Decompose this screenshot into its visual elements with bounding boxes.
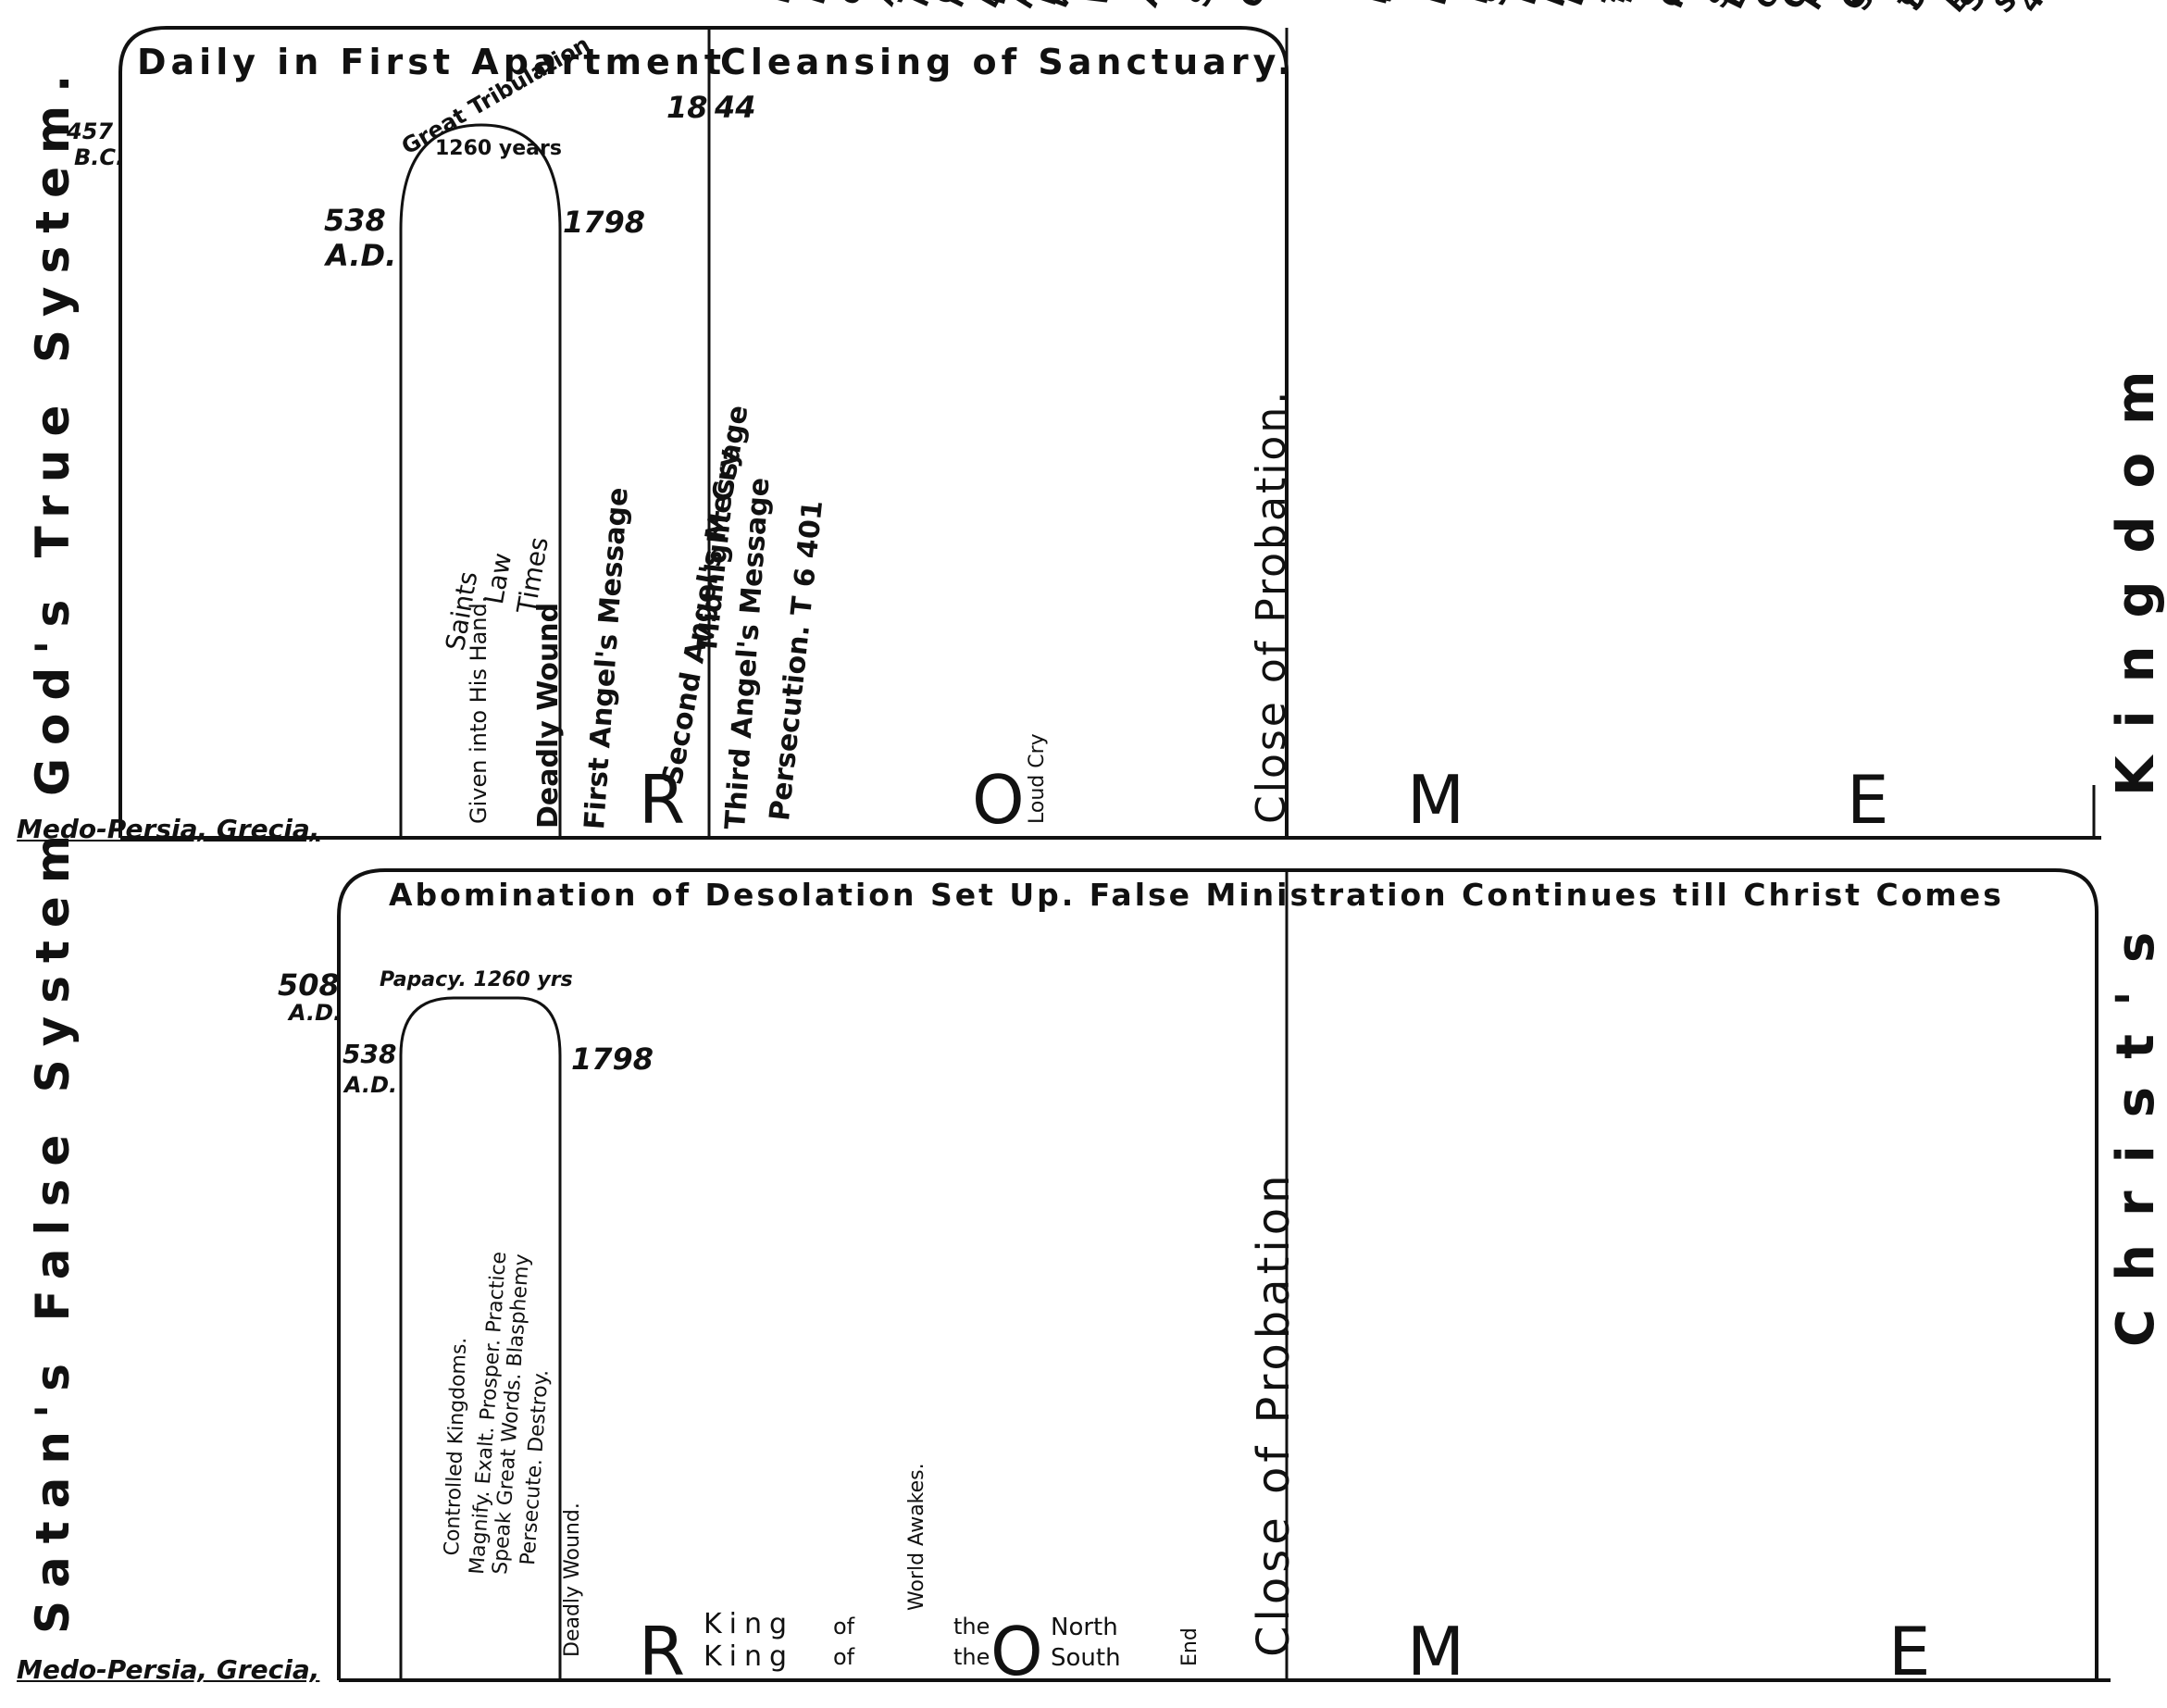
top-letter-m: M: [1407, 761, 1465, 839]
bottom-deadly-wound: Deadly Wound.: [561, 1502, 584, 1657]
top-side-label: God's True System.: [26, 61, 80, 796]
bottom-king-north-2: of: [833, 1614, 855, 1639]
bottom-letter-o: O: [990, 1613, 1043, 1690]
bottom-king-north-1: King: [704, 1608, 795, 1640]
bottom-arch: [399, 996, 562, 1680]
top-empires: Medo-Persia, Grecia,: [17, 814, 320, 844]
bottom-close-probation: Close of Probation: [1248, 1170, 1300, 1657]
bottom-side-label: Satan's False System: [26, 822, 80, 1634]
right-side-kingdom: Kingdom: [2106, 343, 2166, 796]
bottom-king-south-2: of: [833, 1644, 855, 1670]
top-date-538-era: A.D.: [326, 238, 397, 273]
top-date-538: 538: [324, 203, 386, 238]
top-date-1798: 1798: [563, 205, 646, 240]
top-frame: [118, 26, 1289, 838]
top-arch-sub: 1260 years: [435, 137, 562, 160]
bottom-date-start: 508: [278, 967, 340, 1003]
top-deadly-wound: Deadly Wound: [532, 602, 565, 829]
top-close-probation: Close of Probation.: [1248, 388, 1295, 824]
bottom-arch-label: Papacy. 1260 yrs: [380, 968, 573, 991]
top-date-1844-b: 44: [715, 90, 756, 125]
bottom-king-north-4: North: [1051, 1614, 1118, 1641]
bottom-world-awakes: World Awakes.: [905, 1463, 928, 1611]
top-letter-o: O: [972, 761, 1025, 839]
top-date-start: 457: [67, 118, 114, 144]
bottom-date-538-era: A.D.: [344, 1072, 398, 1098]
top-date-start-era: B.C.: [74, 144, 125, 170]
bottom-header: Abomination of Desolation Set Up. False …: [389, 877, 2004, 913]
top-header-right: Cleansing of Sanctuary.: [720, 42, 1296, 82]
bottom-date-538: 538: [342, 1039, 397, 1069]
top-date-1844-a: 18: [666, 90, 708, 125]
top-header-left: Daily in First Apartment: [137, 42, 727, 82]
top-loud-cry: Loud Cry: [1026, 733, 1049, 824]
right-side-christs: Christ's: [2106, 904, 2166, 1347]
bottom-letter-m: M: [1407, 1613, 1465, 1690]
bottom-frame: [337, 868, 2099, 1680]
bottom-date-1798: 1798: [571, 1041, 654, 1077]
bottom-king-south-3: the: [953, 1644, 990, 1670]
bottom-king-south-4: South: [1051, 1644, 1121, 1672]
top-arch: [399, 123, 562, 838]
bottom-date-start-era: A.D.: [289, 1000, 342, 1026]
bottom-end: End: [1178, 1627, 1202, 1666]
bottom-king-south-1: King: [704, 1640, 795, 1673]
bottom-letter-r: R: [639, 1613, 686, 1690]
top-letter-e: E: [1847, 761, 1889, 839]
bottom-king-north-3: the: [953, 1614, 990, 1639]
bottom-letter-e: E: [1888, 1613, 1931, 1690]
bottom-empires: Medo-Persia, Grecia,: [17, 1654, 320, 1685]
top-letter-r: R: [639, 761, 686, 839]
